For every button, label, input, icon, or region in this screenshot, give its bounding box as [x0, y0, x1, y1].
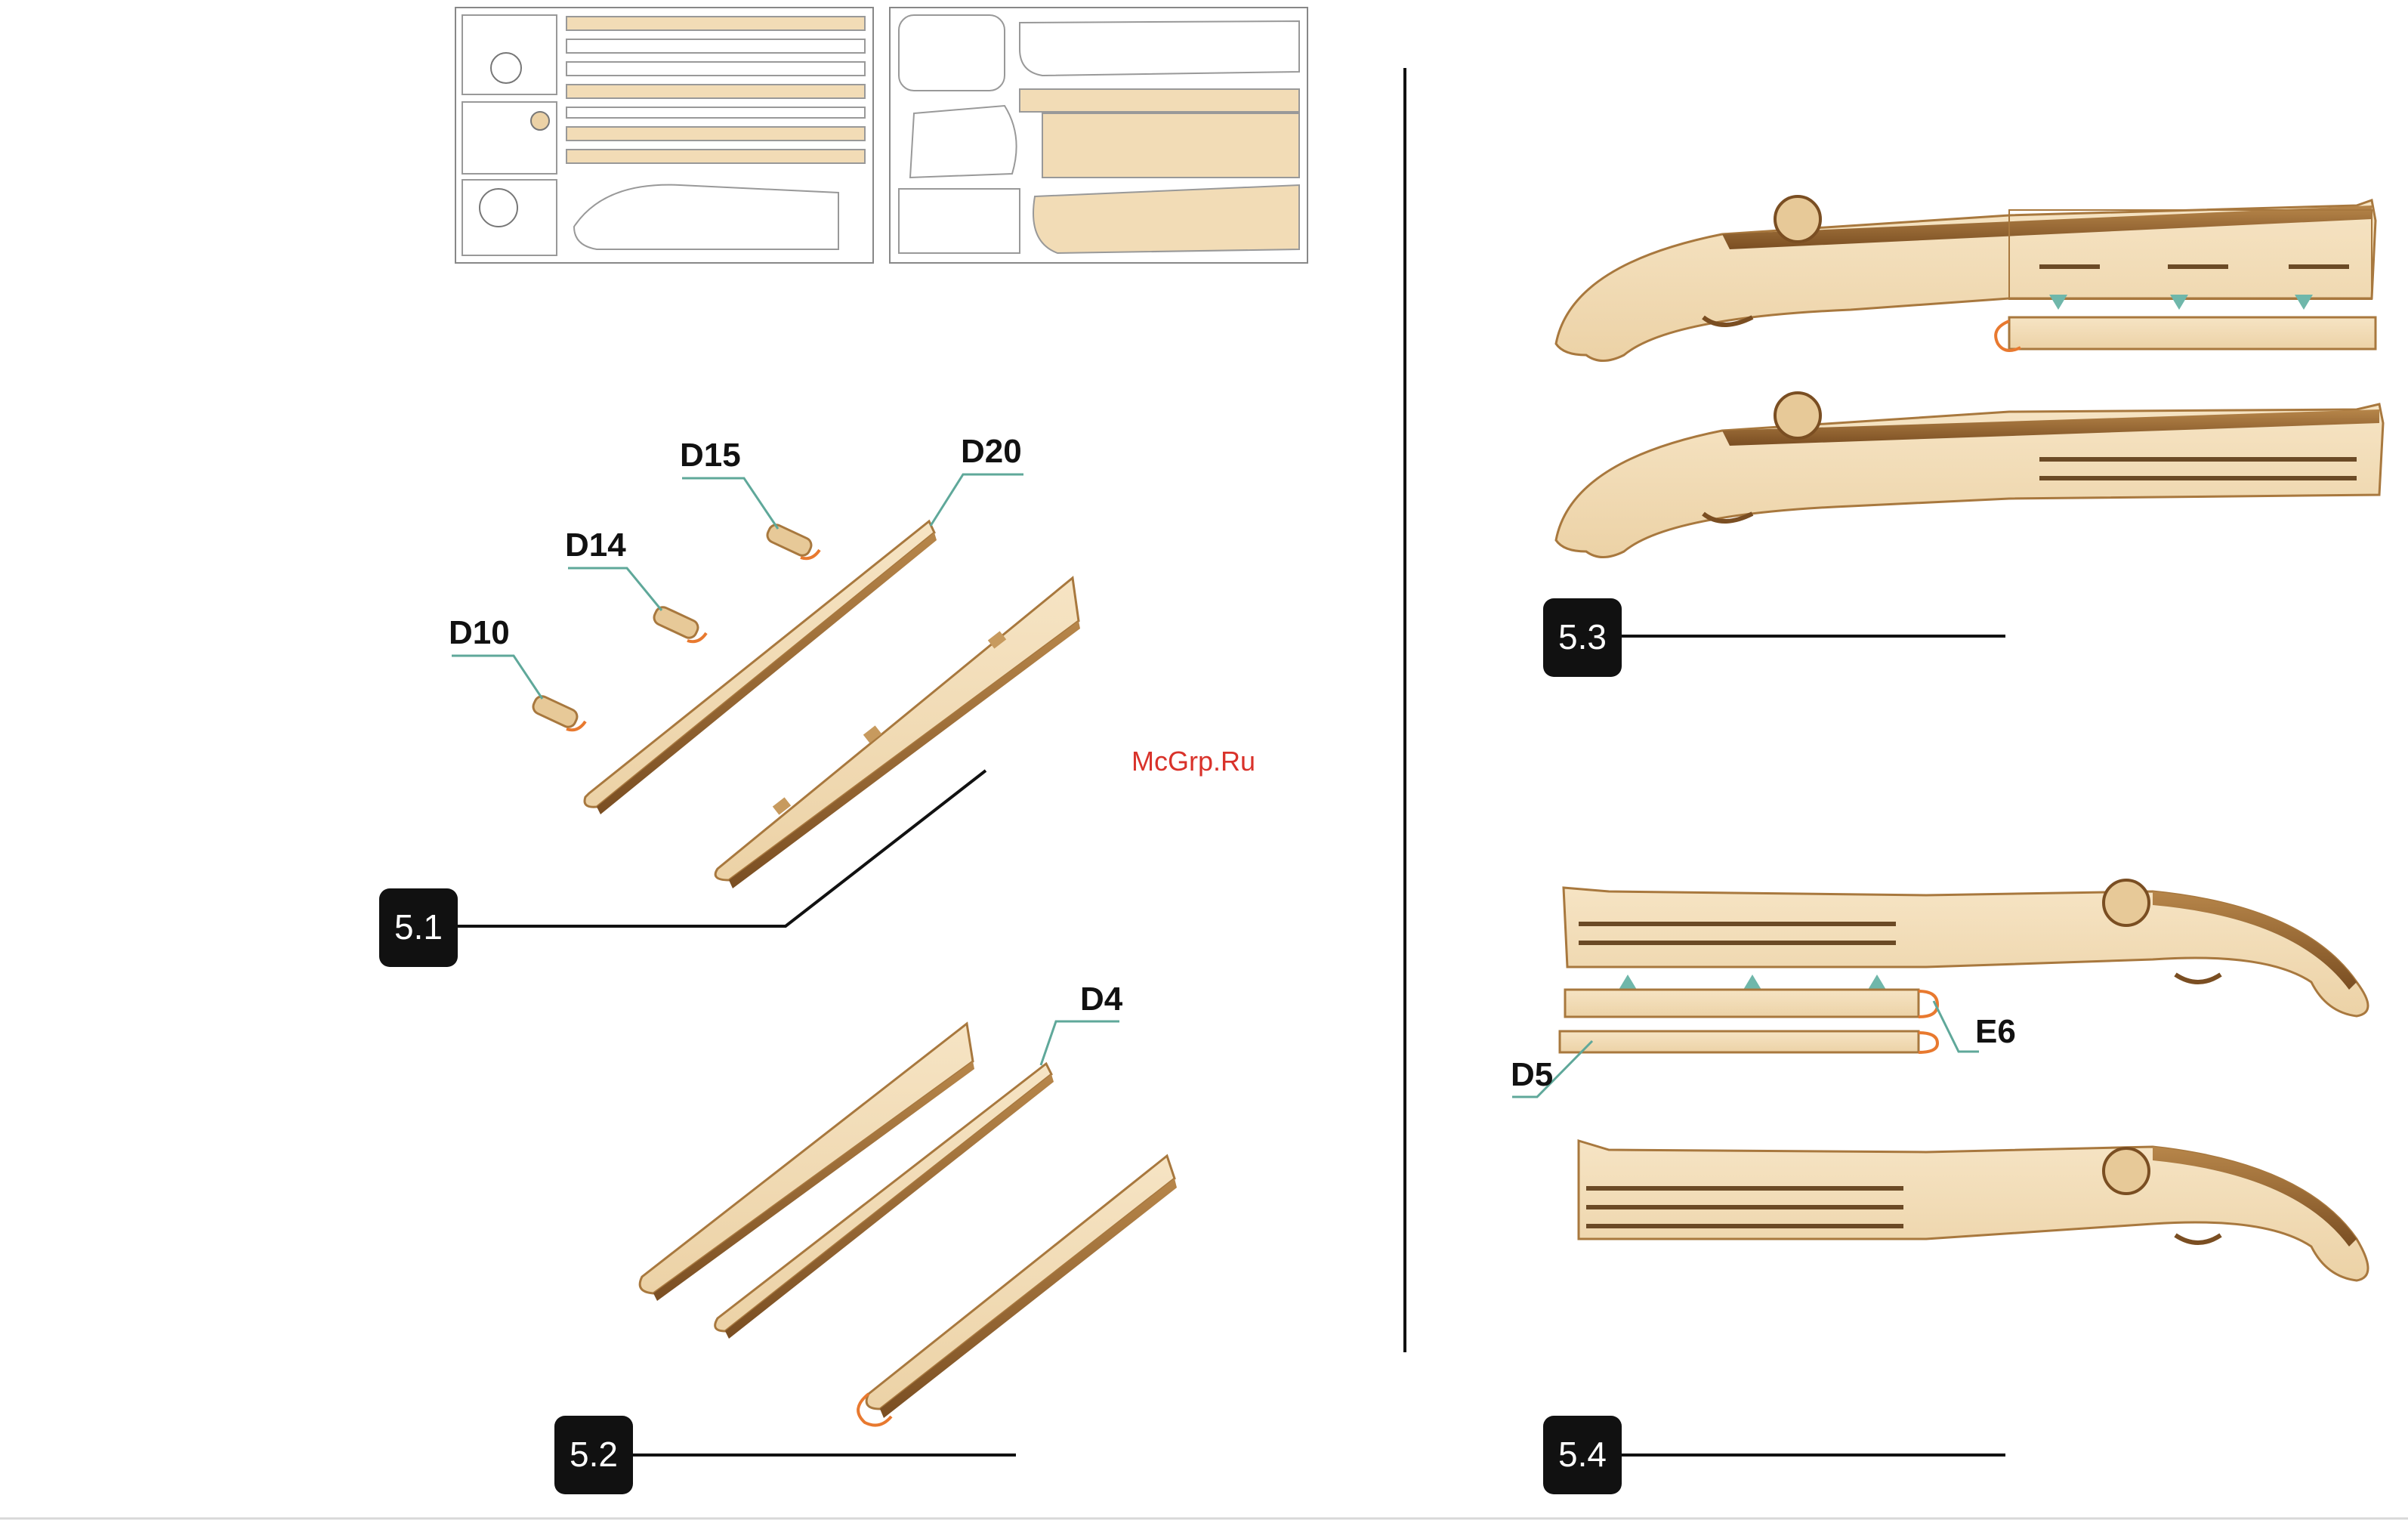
callout-d10: [452, 656, 542, 699]
part-label-d15: D15: [680, 437, 741, 474]
step-badge-5-3: 5.3: [1543, 598, 1622, 677]
step-5-3-illustration: [1556, 196, 2383, 636]
callout-d20: [931, 474, 1023, 526]
callout-d14: [568, 568, 662, 610]
step-5-1-illustration: [452, 474, 1080, 926]
svg-text:5.1: 5.1: [394, 907, 443, 947]
step-badge-5-1: 5.1: [379, 888, 458, 967]
gun-assembly-5-3-after: [1556, 393, 2383, 558]
svg-text:5.3: 5.3: [1558, 617, 1607, 656]
step-5-1-leader: [453, 771, 986, 926]
arrow-up: [1868, 975, 1886, 990]
part-label-d20: D20: [961, 433, 1022, 470]
arrow-up: [2170, 295, 2188, 310]
gun-assembly-5-4-after: [1579, 1141, 2368, 1280]
part-d15-piece: [765, 522, 820, 558]
watermark-text: McGrp.Ru: [1131, 746, 1255, 777]
part-label-e6: E6: [1975, 1013, 2016, 1050]
svg-text:5.2: 5.2: [570, 1435, 618, 1474]
arrow-up: [2295, 295, 2313, 310]
arrow-up: [2049, 295, 2067, 310]
part-d5-strip: [1560, 1031, 1919, 1052]
part-label-d10: D10: [449, 614, 510, 651]
part-label-d4: D4: [1080, 981, 1123, 1018]
arrow-up: [1619, 975, 1637, 990]
step-5-2-illustration: [616, 1021, 1177, 1455]
strip-5-3: [2009, 317, 2376, 349]
step-badge-5-4: 5.4: [1543, 1416, 1622, 1494]
callout-d4: [1041, 1021, 1119, 1065]
parts-sheet-overview: [455, 8, 1307, 263]
arrow-up: [1743, 975, 1761, 990]
assembled-strip: [866, 1156, 1175, 1409]
callout-e6: [1934, 1001, 1979, 1052]
strip-with-tabs: [715, 578, 1079, 880]
svg-text:5.4: 5.4: [1558, 1435, 1607, 1474]
step-badge-5-2: 5.2: [554, 1416, 633, 1494]
part-label-d14: D14: [565, 527, 626, 564]
callout-d15: [682, 478, 778, 529]
step-5-4-illustration: [1512, 880, 2368, 1455]
part-d10-piece: [531, 694, 585, 730]
part-e6-strip: [1565, 990, 1919, 1017]
part-label-d5: D5: [1511, 1056, 1553, 1093]
part-d14-piece: [652, 604, 706, 641]
